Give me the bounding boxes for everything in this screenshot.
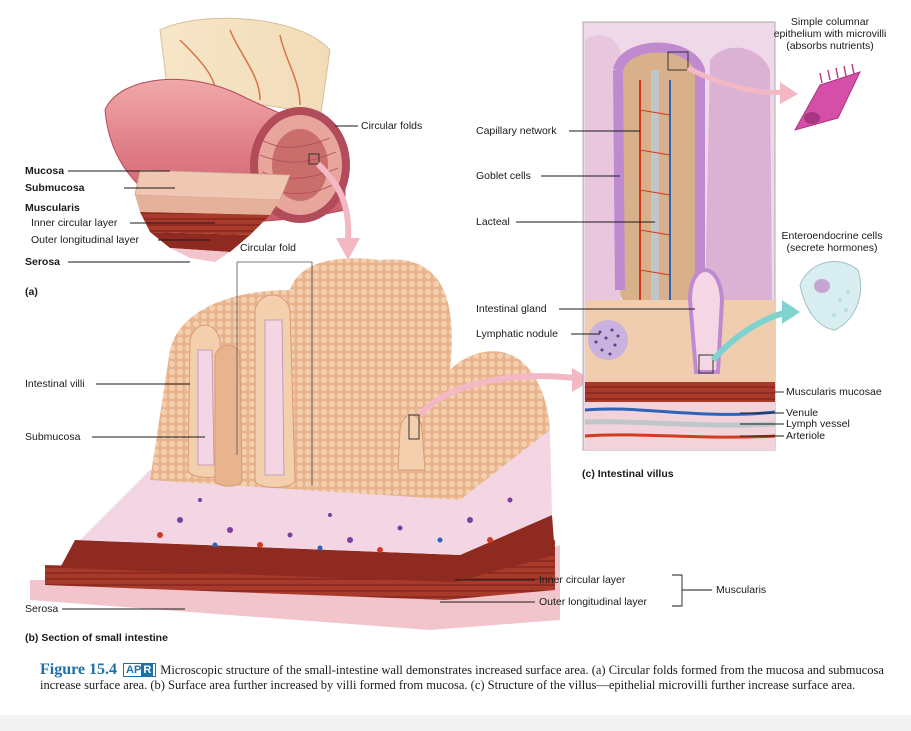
label-serosa-b: Serosa (25, 603, 59, 615)
enteroendocrine-cell-icon (799, 261, 862, 331)
label-panel-a: (a) (25, 286, 38, 298)
label-serosa: Serosa (25, 256, 61, 268)
label-intestinal-gland: Intestinal gland (476, 303, 547, 315)
leader-lines (62, 125, 784, 610)
label-goblet-cells: Goblet cells (476, 170, 531, 182)
label-enteroendocrine: Enteroendocrine cells (secrete hormones) (781, 230, 883, 254)
panel-b-section (30, 258, 560, 630)
label-lymphatic-nodule: Lymphatic nodule (476, 328, 558, 340)
figure-number: Figure 15.4 (40, 661, 118, 678)
label-lymph-vessel: Lymph vessel (786, 418, 850, 430)
label-outer-longitudinal-layer: Outer longitudinal layer (31, 234, 139, 246)
label-muscularis-mucosae: Muscularis mucosae (786, 386, 882, 398)
label-inner-circular-layer: Inner circular layer (31, 217, 118, 229)
arrow-a-to-b-icon (336, 238, 360, 260)
panel-c-villus (582, 21, 776, 451)
label-circular-folds: Circular folds (361, 120, 423, 132)
columnar-cell-icon (793, 63, 861, 131)
label-mucosa: Mucosa (25, 165, 65, 177)
arrow-to-enteroendocrine-icon (782, 300, 800, 324)
label-circular-fold: Circular fold (240, 242, 297, 254)
caption-text: Microscopic structure of the small-intes… (40, 663, 884, 692)
label-b-muscularis: Muscularis (716, 584, 767, 596)
label-simple-columnar: Simple columnar epithelium with microvil… (773, 16, 887, 52)
label-submucosa: Submucosa (25, 182, 85, 194)
label-arteriole: Arteriole (786, 430, 826, 442)
arrow-b-to-c-icon (572, 368, 592, 392)
label-b-inner-circular: Inner circular layer (539, 574, 626, 586)
label-panel-c: (c) Intestinal villus (582, 468, 674, 480)
arrow-to-columnar-icon (780, 82, 798, 104)
label-venule: Venule (786, 407, 819, 419)
label-b-outer-longitudinal: Outer longitudinal layer (539, 596, 647, 608)
bottom-band (0, 715, 911, 731)
label-lacteal: Lacteal (476, 216, 510, 228)
panel-a-tube (104, 17, 350, 262)
label-panel-b: (b) Section of small intestine (25, 632, 168, 644)
label-intestinal-villi: Intestinal villi (25, 378, 85, 390)
label-muscularis: Muscularis (25, 202, 80, 214)
label-capillary-network: Capillary network (476, 125, 557, 137)
label-submucosa-b: Submucosa (25, 431, 81, 443)
